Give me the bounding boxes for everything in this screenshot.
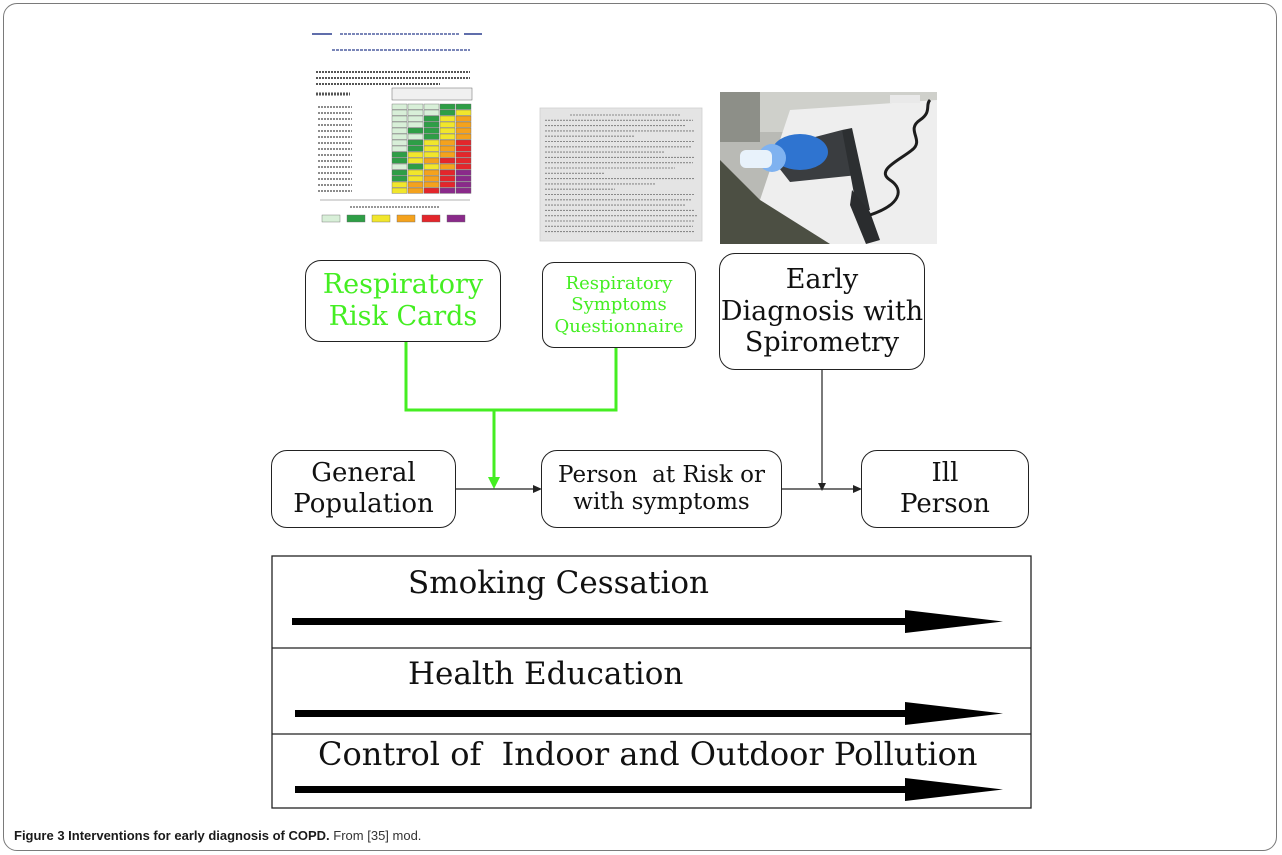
flow-arrows — [455, 370, 853, 490]
node-questionnaire-line1: Respiratory — [565, 273, 673, 295]
node-risk-cards-line1: Respiratory — [322, 269, 484, 301]
node-ill-person: Ill Person — [861, 450, 1029, 528]
figure-caption-text: From [35] mod. — [329, 828, 422, 843]
node-person-at-risk-line2: with symptoms — [573, 489, 750, 515]
questionnaire-thumbnail — [539, 107, 703, 242]
risk-card-thumbnail — [310, 22, 485, 240]
green-connectors — [404, 341, 618, 478]
node-general-population: General Population — [271, 450, 456, 528]
education-arrow — [295, 702, 1003, 725]
node-person-at-risk: Person at Risk or with symptoms — [541, 450, 782, 528]
intervention-education-label: Health Education — [408, 656, 684, 692]
figure-frame — [3, 3, 1277, 851]
node-general-population-line2: Population — [293, 489, 434, 519]
interventions-box — [271, 555, 1032, 809]
node-general-population-line1: General — [311, 458, 416, 489]
node-spirometry-line3: Spirometry — [744, 327, 900, 359]
pollution-arrow — [295, 778, 1003, 801]
intervention-pollution-label: Control of Indoor and Outdoor Pollution — [318, 735, 978, 773]
smoking-arrow — [292, 610, 1003, 633]
node-person-at-risk-line1: Person at Risk or — [558, 461, 765, 488]
intervention-smoking-label: Smoking Cessation — [408, 565, 710, 601]
node-ill-person-line1: Ill — [931, 458, 959, 489]
node-ill-person-line2: Person — [900, 489, 990, 519]
node-questionnaire-line3: Questionnaire — [554, 315, 684, 337]
figure-caption-label: Figure 3 Interventions for early diagnos… — [14, 828, 330, 843]
node-questionnaire-line2: Symptoms — [571, 294, 667, 316]
node-risk-cards: Respiratory Risk Cards — [305, 260, 501, 342]
node-questionnaire: Respiratory Symptoms Questionnaire — [542, 262, 696, 348]
node-spirometry-line2: Diagnosis with — [720, 295, 924, 327]
node-spirometry-line1: Early — [785, 263, 859, 295]
node-risk-cards-line2: Risk Cards — [328, 301, 478, 332]
green-arrowhead — [488, 477, 500, 489]
figure-caption: Figure 3 Interventions for early diagnos… — [14, 828, 421, 843]
spirometer-photo — [720, 92, 937, 244]
node-spirometry: Early Diagnosis with Spirometry — [719, 253, 925, 370]
